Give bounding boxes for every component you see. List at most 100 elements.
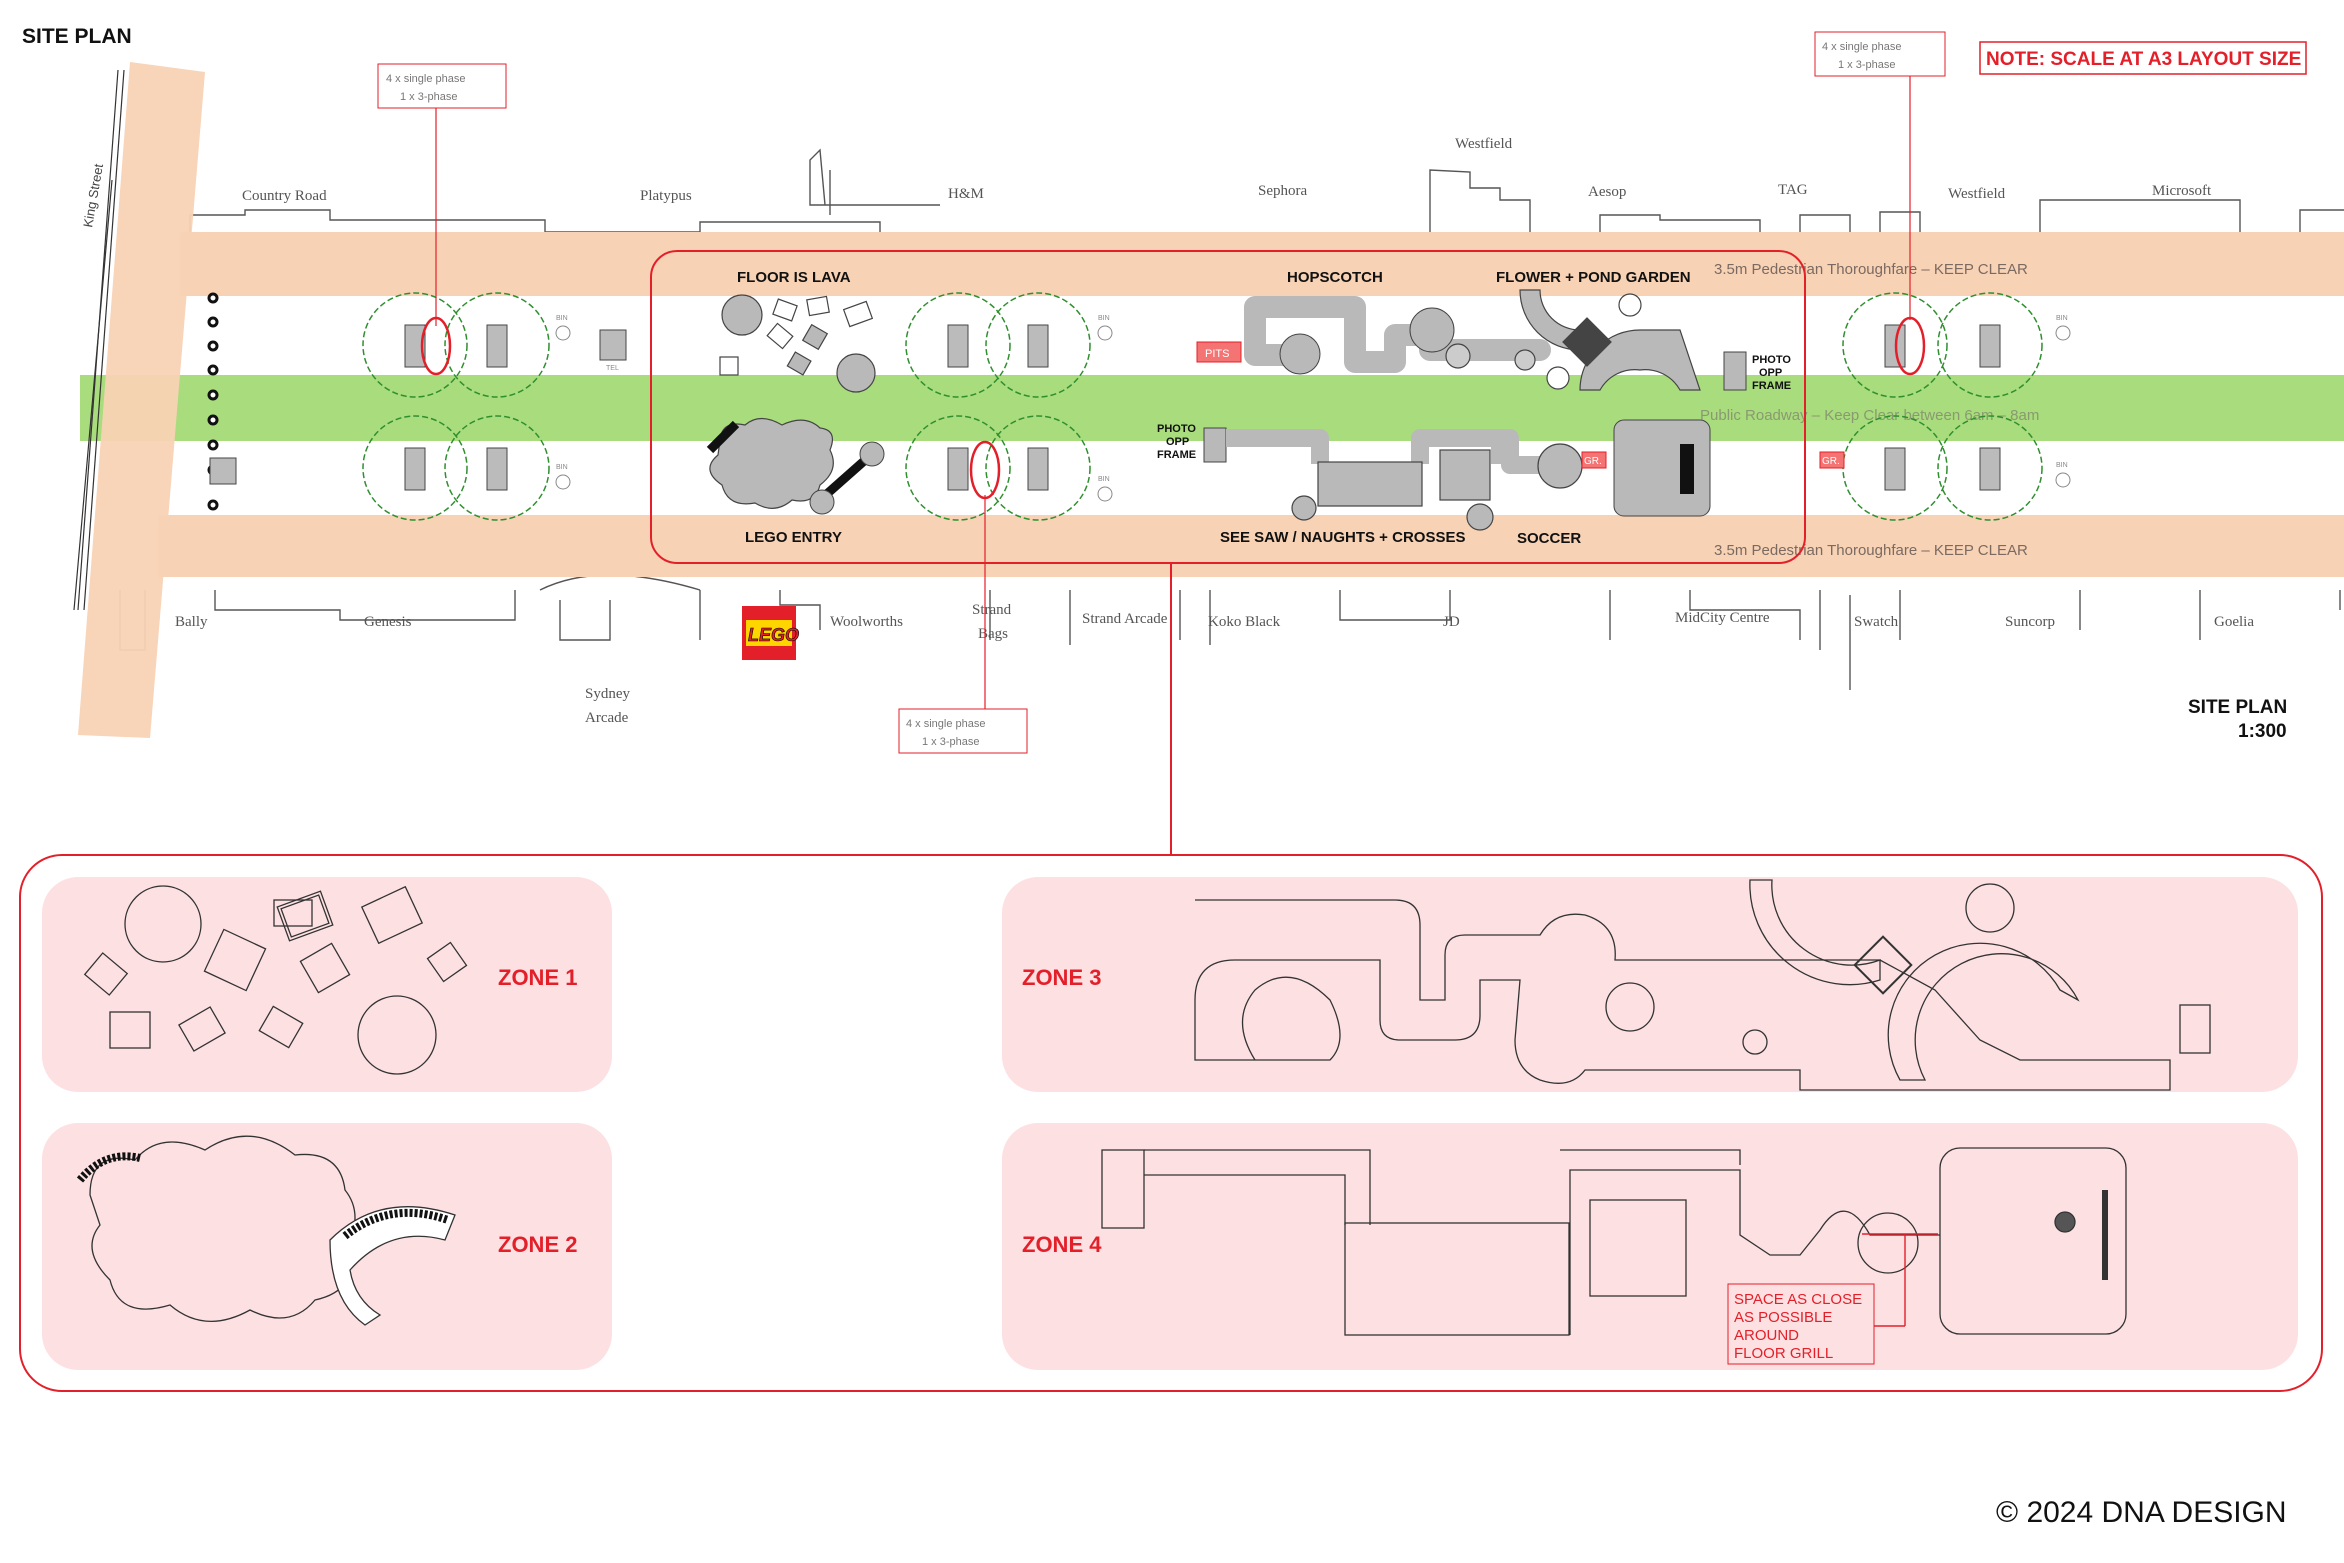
tree-12 [1937,415,2043,521]
zone-4-note-l1: SPACE AS CLOSE [1734,1291,1862,1308]
zone-1-panel [42,877,612,1092]
store-strand-arcade: Strand Arcade [1082,611,1168,627]
tree-10 [1937,292,2043,398]
store-aesop: Aesop [1588,184,1626,200]
scale-value: 1:300 [2238,721,2287,742]
thoroughfare-bottom-label: 3.5m Pedestrian Thoroughfare – KEEP CLEA… [1714,542,2028,559]
zone-3-drawing [1194,879,2211,1091]
zone-4-note: SPACE AS CLOSE AS POSSIBLE AROUND FLOOR … [1727,1283,1875,1365]
bin-label-6: BIN [2056,462,2068,469]
bin-labels: BIN BIN BIN BIN BIN BIN TEL [556,315,2068,483]
store-bally: Bally [175,614,208,630]
zone-3-label: ZONE 3 [1022,965,1101,990]
floor-is-lava-label: FLOOR IS LAVA [737,269,851,286]
store-microsoft: Microsoft [2152,183,2212,199]
zone-1-drawing [83,885,468,1075]
zone-4-label: ZONE 4 [1022,1232,1102,1257]
store-arcade: Arcade [585,710,629,726]
store-strand: Strand [972,602,1012,618]
tag-gr-1-text: GR. [1584,456,1602,467]
photo-frame-top-l3: FRAME [1752,380,1791,392]
roadway-label: Public Roadway – Keep Clear between 6am … [1700,407,2039,424]
tag-pits-text: PITS [1205,348,1229,360]
zone-4-panel [1002,1123,2298,1370]
tree-6 [985,292,1091,398]
bins [555,325,2071,502]
power-callout-2-line2: 1 x 3-phase [1838,59,1895,71]
lego-entry [706,417,885,515]
zone-2-panel [42,1123,612,1370]
lego-logo: LEGO [742,606,799,660]
tree-1 [362,292,468,398]
lego-entry-label: LEGO ENTRY [745,529,842,546]
bin-label-2: BIN [556,464,568,471]
power-callout-2: 4 x single phase 1 x 3-phase [1814,31,1946,376]
tag-gr-1: GR. [1581,451,1607,469]
tree-4 [444,415,550,521]
tree-7 [905,415,1011,521]
event-boundary [650,250,1806,564]
stores-bottom: Bally Genesis Woolworths Strand Bags Str… [175,602,2254,726]
store-midcity: MidCity Centre [1675,610,1770,626]
thoroughfare-top-label: 3.5m Pedestrian Thoroughfare – KEEP CLEA… [1714,261,2028,278]
zone-4-note-l4: FLOOR GRILL [1734,1345,1833,1362]
store-koko-black: Koko Black [1208,614,1281,630]
power-callout-1-line2: 1 x 3-phase [400,91,457,103]
bin-label-3: BIN [1098,315,1110,322]
power-callout-1-line1: 4 x single phase [386,73,466,85]
store-jd: JD [1443,614,1460,630]
store-suncorp: Suncorp [2005,614,2055,630]
bin-label-4: BIN [1098,476,1110,483]
seesaw-naughts-crosses [1291,443,1583,531]
seesaw-track [1226,429,1540,474]
stores-top: Country Road Platypus H&M Sephora Westfi… [242,136,2212,204]
store-hm: H&M [948,186,984,202]
tree-2 [444,292,550,398]
flower-pond-label: FLOWER + POND GARDEN [1496,269,1691,286]
tree-groups [362,292,2043,521]
hopscotch-track [1244,296,1551,373]
photo-frame-top-l1: PHOTO [1752,354,1791,366]
scale-note-text: NOTE: SCALE AT A3 LAYOUT SIZE [1986,49,2301,70]
zone-2-drawing [76,1135,456,1326]
store-sephora: Sephora [1258,183,1307,199]
king-street-band [78,62,205,738]
page-title: SITE PLAN [22,25,132,48]
zone-3-panel [1002,877,2298,1092]
floor-is-lava [719,294,876,393]
store-bags: Bags [978,626,1008,642]
power-callout-3: 4 x single phase 1 x 3-phase [898,440,1028,754]
soccer-pitch [1613,419,1711,517]
zone-4-drawing [1101,1147,2127,1336]
store-sydney: Sydney [585,686,631,702]
copyright: © 2024 DNA DESIGN [1996,1496,2287,1529]
hopscotch-disc [1279,333,1321,375]
lego-logo-text: LEGO [748,625,799,645]
zone-panel [19,854,2323,1392]
flower-pond-garden [1445,289,1701,391]
tag-pits: PITS [1196,341,1242,363]
seesaw-label: SEE SAW / NAUGHTS + CROSSES [1220,529,1465,546]
zone-4-note-l3: AROUND [1734,1327,1799,1344]
store-woolworths: Woolworths [830,614,903,630]
hopscotch-disc-2 [1409,307,1455,353]
king-street-label: King Street [80,162,106,228]
tag-gr-2-text: GR. [1822,456,1840,467]
zone-1-label: ZONE 1 [498,965,577,990]
king-street-lines [73,69,125,611]
hopscotch-label: HOPSCOTCH [1287,269,1383,286]
store-genesis: Genesis [364,614,412,630]
photo-frame-bottom: PHOTO OPP FRAME [1157,423,1227,463]
power-callout-2-line1: 4 x single phase [1822,41,1902,53]
photo-frame-bottom-l3: FRAME [1157,449,1196,461]
store-tag: TAG [1778,182,1808,198]
zone-2-label: ZONE 2 [498,1232,577,1257]
photo-frame-top-l2: OPP [1759,367,1782,379]
store-westfield-2: Westfield [1948,186,2006,202]
soccer-label: SOCCER [1517,530,1581,547]
tree-3 [362,415,468,521]
photo-frame-top: PHOTO OPP FRAME [1723,351,1791,392]
tag-gr-2: GR. [1819,451,1845,469]
bin-label-1: BIN [556,315,568,322]
